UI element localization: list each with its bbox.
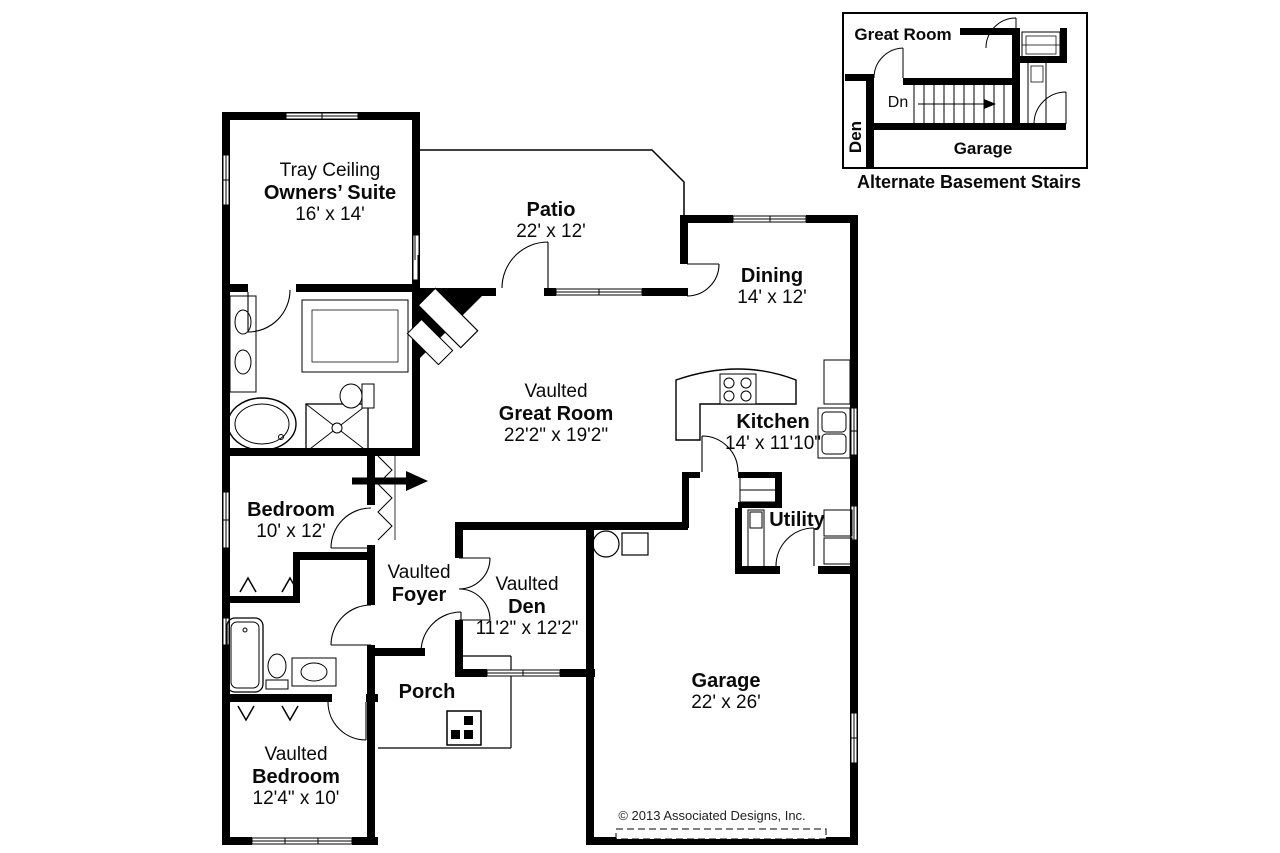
foyer-name: Foyer (391, 584, 447, 606)
inset-basement-stairs (842, 12, 1088, 169)
cooktop (719, 373, 757, 405)
den-label: Vaulted Den 11'2" x 12'2" (476, 574, 579, 640)
stair-direction-arrow (918, 99, 996, 109)
hall-bath-vanity (291, 657, 337, 687)
inset-garage-label: Garage (953, 139, 1013, 158)
garage-label: Garage 22' x 26' (691, 670, 761, 714)
inset-caption: Alternate Basement Stairs (856, 172, 1082, 192)
pantry-cabinet (739, 476, 777, 503)
dining-name: Dining (740, 265, 804, 287)
toilet-owners (339, 383, 375, 409)
kitchen-sink (817, 407, 851, 459)
garage-dims: 22' x 26' (691, 692, 761, 713)
entry-arrow (352, 471, 428, 491)
water-heater (592, 530, 620, 558)
windows (222, 112, 858, 845)
garage-name: Garage (691, 670, 761, 692)
furnace (621, 532, 649, 556)
kitchen-island (675, 368, 797, 441)
den-note: Vaulted (495, 574, 559, 595)
owners-suite-dims: 16' x 14' (295, 204, 365, 225)
garage-door (615, 828, 827, 840)
great-room-name: Great Room (498, 403, 614, 425)
toilet-hall (265, 653, 289, 690)
bedroom2-label: Vaulted Bedroom 12'4" x 10' (252, 744, 340, 810)
inset-den-label: Den (846, 120, 865, 154)
great-room-label: Vaulted Great Room 22'2" x 19'2" (499, 381, 613, 447)
owners-bath-vanity (229, 295, 257, 393)
refrigerator (823, 359, 851, 405)
bedroom2-note: Vaulted (264, 744, 328, 765)
owners-suite-name: Owners’ Suite (263, 182, 397, 204)
bedroom1-label: Bedroom 10' x 12' (247, 499, 335, 543)
foyer-label: Vaulted Foyer (387, 562, 450, 606)
foyer-note: Vaulted (387, 562, 451, 583)
great-room-dims: 22'2" x 19'2" (503, 425, 609, 446)
inset-dn-label: Dn (887, 94, 909, 111)
inset-doors (873, 17, 1067, 125)
kitchen-label: Kitchen 14' x 11'10" (725, 411, 821, 455)
patio-label: Patio 22' x 12' (516, 199, 586, 243)
den-dims: 11'2" x 12'2" (475, 618, 579, 639)
bifold-closet-doors (377, 455, 396, 541)
utility-label: Utility (769, 509, 825, 531)
kitchen-name: Kitchen (736, 411, 810, 433)
patio-outline (420, 149, 685, 215)
owners-suite-label: Tray Ceiling Owners’ Suite 16' x 14' (264, 160, 396, 226)
porch-label: Porch (398, 681, 456, 703)
walk-in-closet (301, 299, 409, 373)
owners-suite-note: Tray Ceiling (279, 160, 381, 181)
doors (247, 241, 815, 741)
bathtub-hall (226, 617, 264, 693)
washer-dryer (747, 509, 853, 571)
dining-dims: 14' x 12' (737, 287, 807, 308)
kitchen-dims: 14' x 11'10" (724, 433, 822, 454)
bedroom2-name: Bedroom (252, 766, 340, 788)
copyright-text: © 2013 Associated Designs, Inc. (618, 808, 806, 823)
den-name: Den (508, 596, 546, 618)
patio-dims: 22' x 12' (516, 221, 586, 242)
fireplace (406, 287, 482, 366)
porch-post (446, 710, 482, 746)
closet-rod-marks (237, 576, 299, 722)
oval-tub (227, 397, 297, 451)
inset-great-room-label: Great Room (854, 25, 952, 44)
patio-name: Patio (526, 199, 576, 221)
bedroom1-name: Bedroom (247, 499, 335, 521)
great-room-note: Vaulted (524, 381, 588, 402)
dining-label: Dining 14' x 12' (737, 265, 807, 309)
bedroom1-dims: 10' x 12' (256, 521, 326, 542)
shower (305, 403, 369, 453)
bedroom2-dims: 12'4" x 10' (252, 788, 340, 809)
